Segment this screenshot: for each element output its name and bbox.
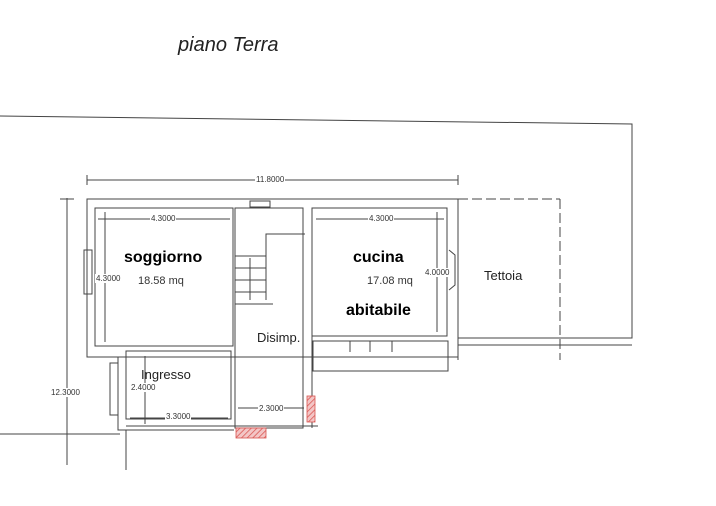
soggiorno-height-dim: 4.3000	[95, 274, 122, 283]
cucina-width-dim: 4.3000	[368, 214, 395, 223]
room-tettoia-label: Tettoia	[484, 268, 523, 283]
cucina-height-dim: 4.0000	[424, 268, 451, 277]
room-cucina-label: cucina	[353, 249, 404, 266]
plan-title: piano Terra	[178, 34, 279, 56]
property-boundary	[0, 115, 633, 339]
ingresso-width-dim: 3.3000	[165, 412, 192, 421]
ingresso-height-dim: 2.4000	[130, 383, 157, 392]
room-disimpegno-label: Disimp.	[257, 330, 301, 345]
outer-wall	[86, 198, 459, 358]
disimpegno-width-dim: 2.3000	[258, 404, 285, 413]
disimpegno-wall	[234, 207, 304, 429]
room-soggiorno-area: 18.58 mq	[138, 275, 184, 287]
overall-width-dim: 11.8000	[255, 175, 286, 184]
room-soggiorno-label: soggiorno	[124, 249, 203, 266]
room-ingresso-label: Ingresso	[141, 367, 191, 382]
overall-height-dim: 12.3000	[50, 388, 81, 397]
room-cucina-subtitle: abitabile	[346, 302, 411, 319]
room-cucina-area: 17.08 mq	[367, 275, 413, 287]
soggiorno-width-dim: 4.3000	[150, 214, 177, 223]
